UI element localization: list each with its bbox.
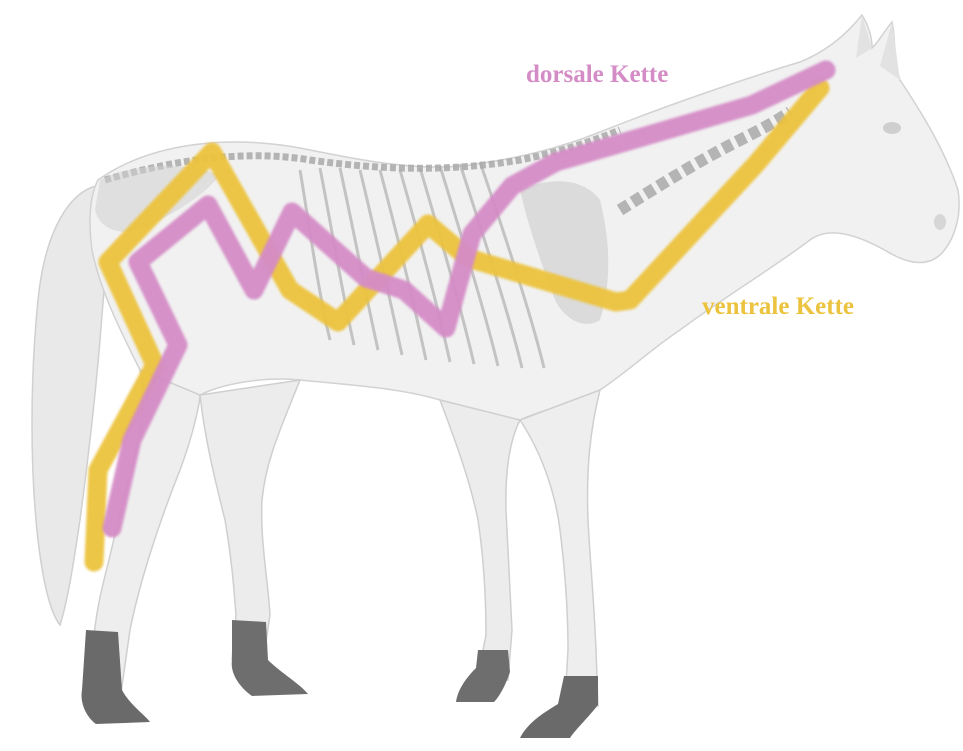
horse-eye [883,122,901,134]
fore-leg-back [440,400,520,680]
ventral-chain-label: ventrale Kette [702,294,854,319]
hoof-fore-back [456,650,510,702]
hoof-hind-back [82,630,150,724]
hoof-fore-front [520,676,598,738]
horse-nostril [934,214,946,230]
dorsal-chain-label: dorsale Kette [526,62,668,87]
fore-leg-front [520,390,600,706]
hoof-hind-front [232,620,308,696]
